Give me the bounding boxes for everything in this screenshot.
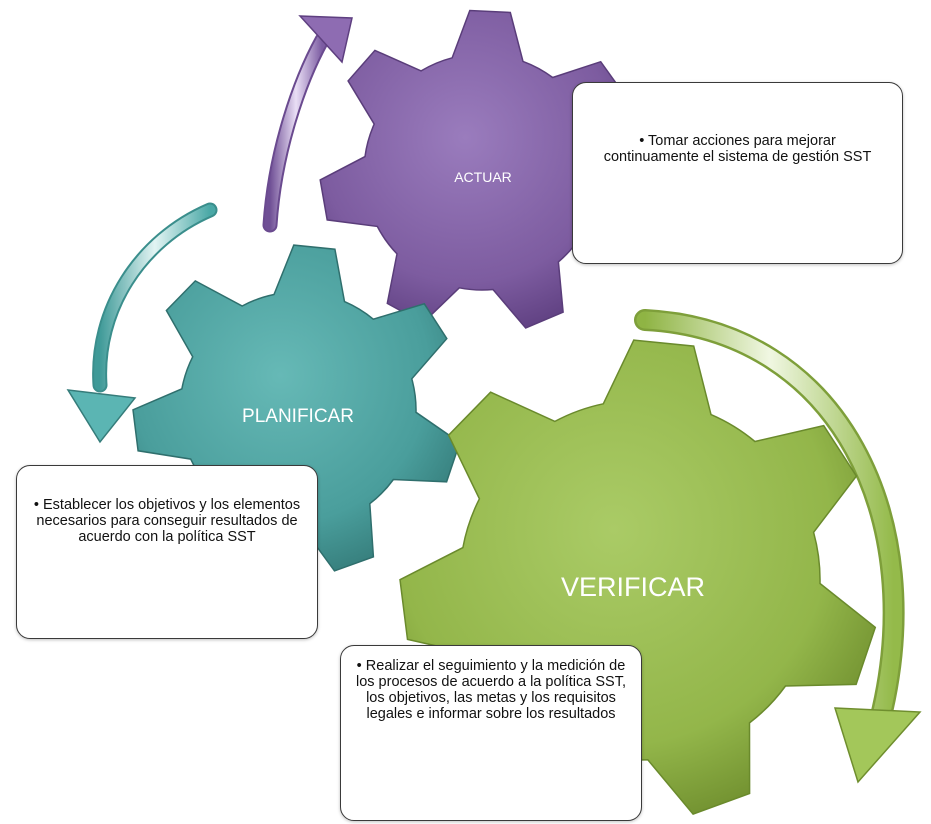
gear-actuar xyxy=(319,9,644,329)
gear-label-actuar: ACTUAR xyxy=(454,169,512,185)
note-text-planificar: • Establecer los objetivos y los element… xyxy=(33,497,301,545)
cycle-arrow-purple xyxy=(262,15,353,233)
note-box-planificar: • Establecer los objetivos y los element… xyxy=(16,465,318,639)
note-box-verificar: • Realizar el seguimiento y la medición … xyxy=(340,645,642,821)
note-box-actuar: • Tomar acciones para mejorar continuame… xyxy=(572,82,903,264)
note-text-verificar: • Realizar el seguimiento y la medición … xyxy=(355,658,626,722)
note-text-actuar: • Tomar acciones para mejorar continuame… xyxy=(603,133,872,165)
gear-label-planificar: PLANIFICAR xyxy=(242,406,354,427)
cycle-arrow-green xyxy=(634,309,922,784)
gear-label-verificar: VERIFICAR xyxy=(561,572,705,602)
cycle-arrow-teal xyxy=(66,202,218,444)
